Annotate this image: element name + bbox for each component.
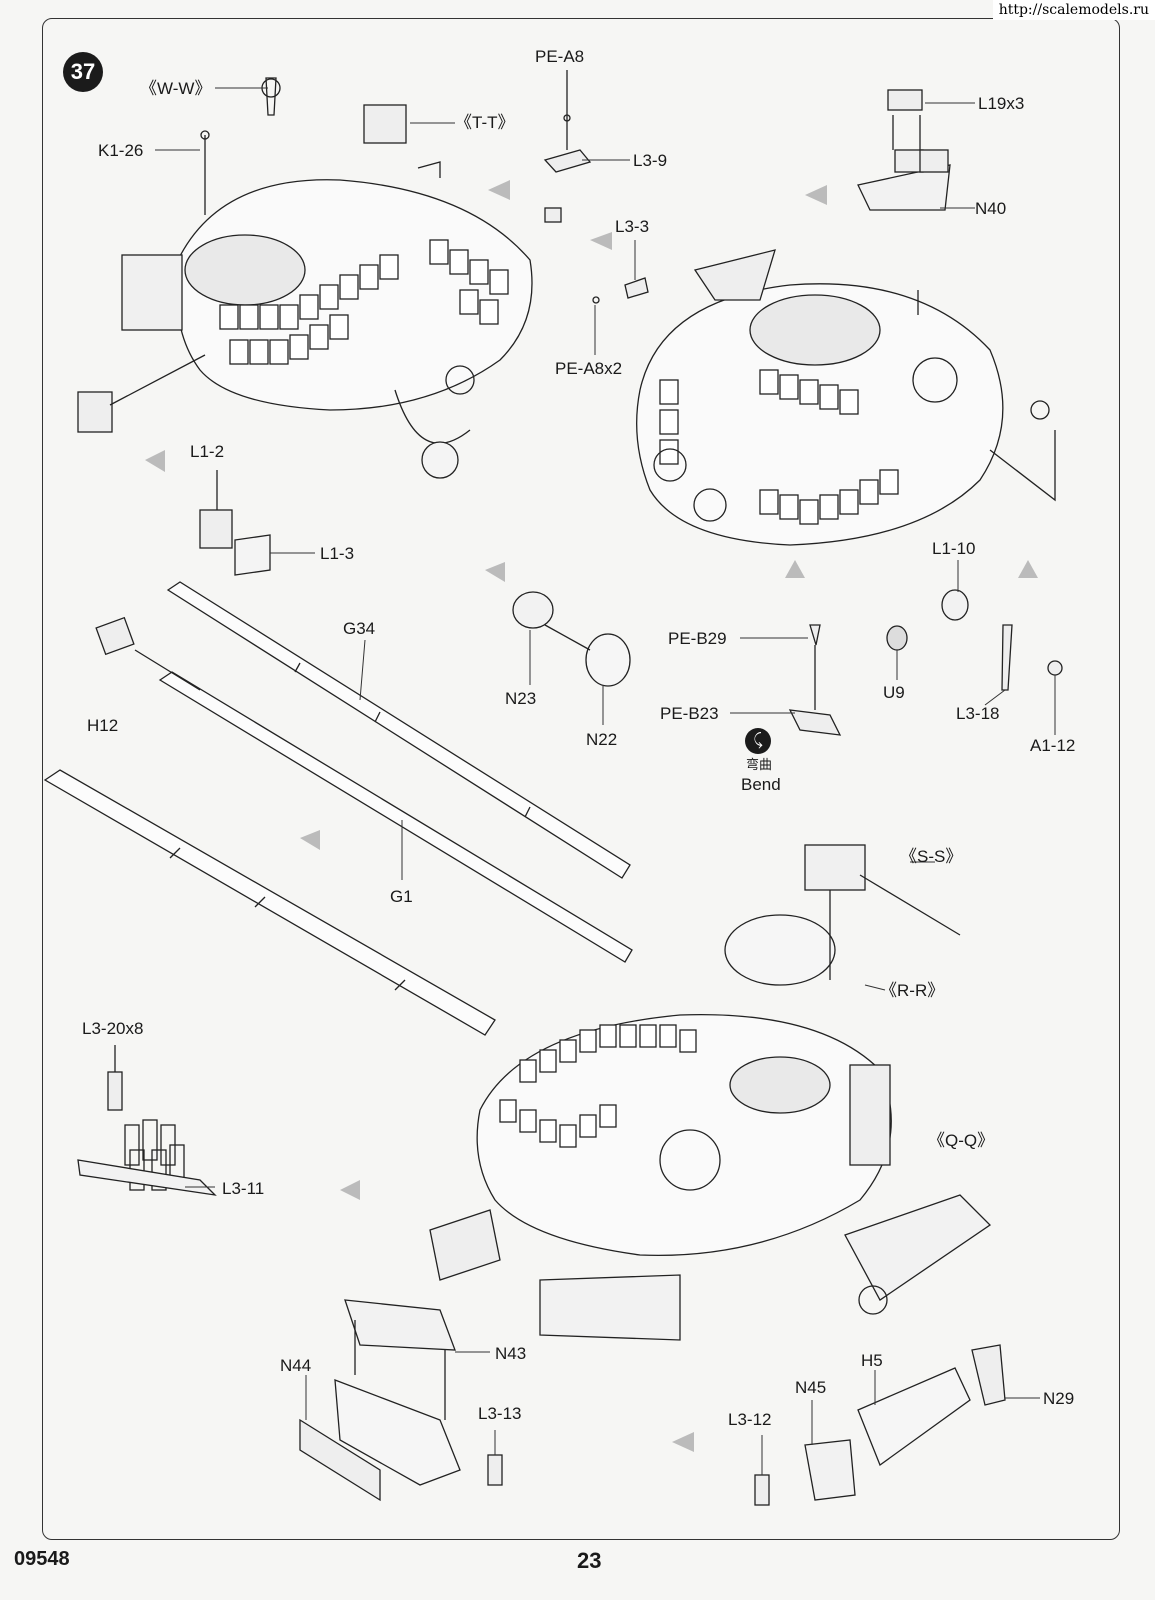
- watermark-link[interactable]: http://scalemodels.ru: [992, 0, 1155, 20]
- label-l3-20x8: L3-20x8: [82, 1019, 144, 1038]
- n22-n23-rings: [512, 591, 631, 687]
- pe-parts-illustration: [543, 70, 649, 304]
- label-n45: N45: [795, 1378, 827, 1397]
- label-bend-chinese: 弯曲: [746, 757, 773, 772]
- label-bend: Bend: [741, 775, 781, 794]
- step-number-badge: 37: [63, 52, 103, 92]
- label-n44: N44: [280, 1356, 312, 1375]
- page-number: 23: [577, 1548, 602, 1573]
- label-g1: G1: [390, 887, 413, 906]
- product-code: 09548: [14, 1548, 70, 1570]
- turret-bottom-illustration: [429, 1013, 992, 1341]
- gun-barrel-g1: [43, 769, 496, 1036]
- label-pe-a8x2: PE-A8x2: [555, 359, 623, 378]
- page-frame: [42, 18, 1120, 1540]
- label-n23: N23: [505, 689, 537, 708]
- label-u9: U9: [883, 683, 905, 702]
- label-l3-12: L3-12: [728, 1410, 772, 1429]
- label-l1-10: L1-10: [932, 539, 976, 558]
- label-k1-26: K1-26: [98, 141, 144, 160]
- label-qq-view: 《Q-Q》: [928, 1131, 995, 1150]
- label-g34: G34: [343, 619, 376, 638]
- label-l3-3: L3-3: [615, 217, 650, 236]
- gun-barrel-g34: [166, 581, 631, 879]
- turret-top-left-illustration: [77, 77, 533, 479]
- label-n22: N22: [586, 730, 618, 749]
- pe-b-bracket: [788, 624, 842, 736]
- label-h5: H5: [861, 1351, 883, 1370]
- label-ss-view: 《S-S》: [900, 847, 963, 866]
- label-l19x3: L19x3: [978, 94, 1025, 113]
- turret-top-right-illustration: [636, 89, 1056, 546]
- machine-gun-illustration: [724, 844, 961, 986]
- label-n43: N43: [495, 1344, 527, 1363]
- label-a1-12: A1-12: [1030, 736, 1076, 755]
- label-pe-b29: PE-B29: [668, 629, 727, 648]
- h12-part: [95, 616, 201, 691]
- label-h12: H12: [87, 716, 119, 735]
- stowage-box-left: [299, 1299, 503, 1502]
- label-tt-view: 《T-T》: [455, 113, 515, 132]
- label-rr-view: 《R-R》: [880, 981, 945, 1000]
- label-ww-view: 《W-W》: [140, 79, 212, 98]
- bend-icon: ⤹: [745, 728, 771, 754]
- label-l1-2: L1-2: [190, 442, 225, 461]
- label-l3-18: L3-18: [956, 704, 1000, 723]
- stowage-box-right: [754, 1344, 1006, 1506]
- smoke-launcher-parts: [77, 1045, 217, 1196]
- label-pe-a8: PE-A8: [535, 47, 585, 66]
- gun-barrel-inner: [158, 671, 633, 963]
- view-direction-arrows: [145, 180, 1038, 1452]
- label-n40: N40: [975, 199, 1007, 218]
- label-l3-9: L3-9: [633, 151, 668, 170]
- label-n29: N29: [1043, 1389, 1075, 1408]
- label-l3-13: L3-13: [478, 1404, 522, 1423]
- label-l3-11: L3-11: [222, 1179, 265, 1198]
- leader-lines: [155, 87, 1056, 1475]
- periscope-parts: [886, 589, 1063, 691]
- l1-assembly-illustration: [199, 470, 271, 576]
- label-pe-b23: PE-B23: [660, 704, 719, 723]
- label-l1-3: L1-3: [320, 544, 355, 563]
